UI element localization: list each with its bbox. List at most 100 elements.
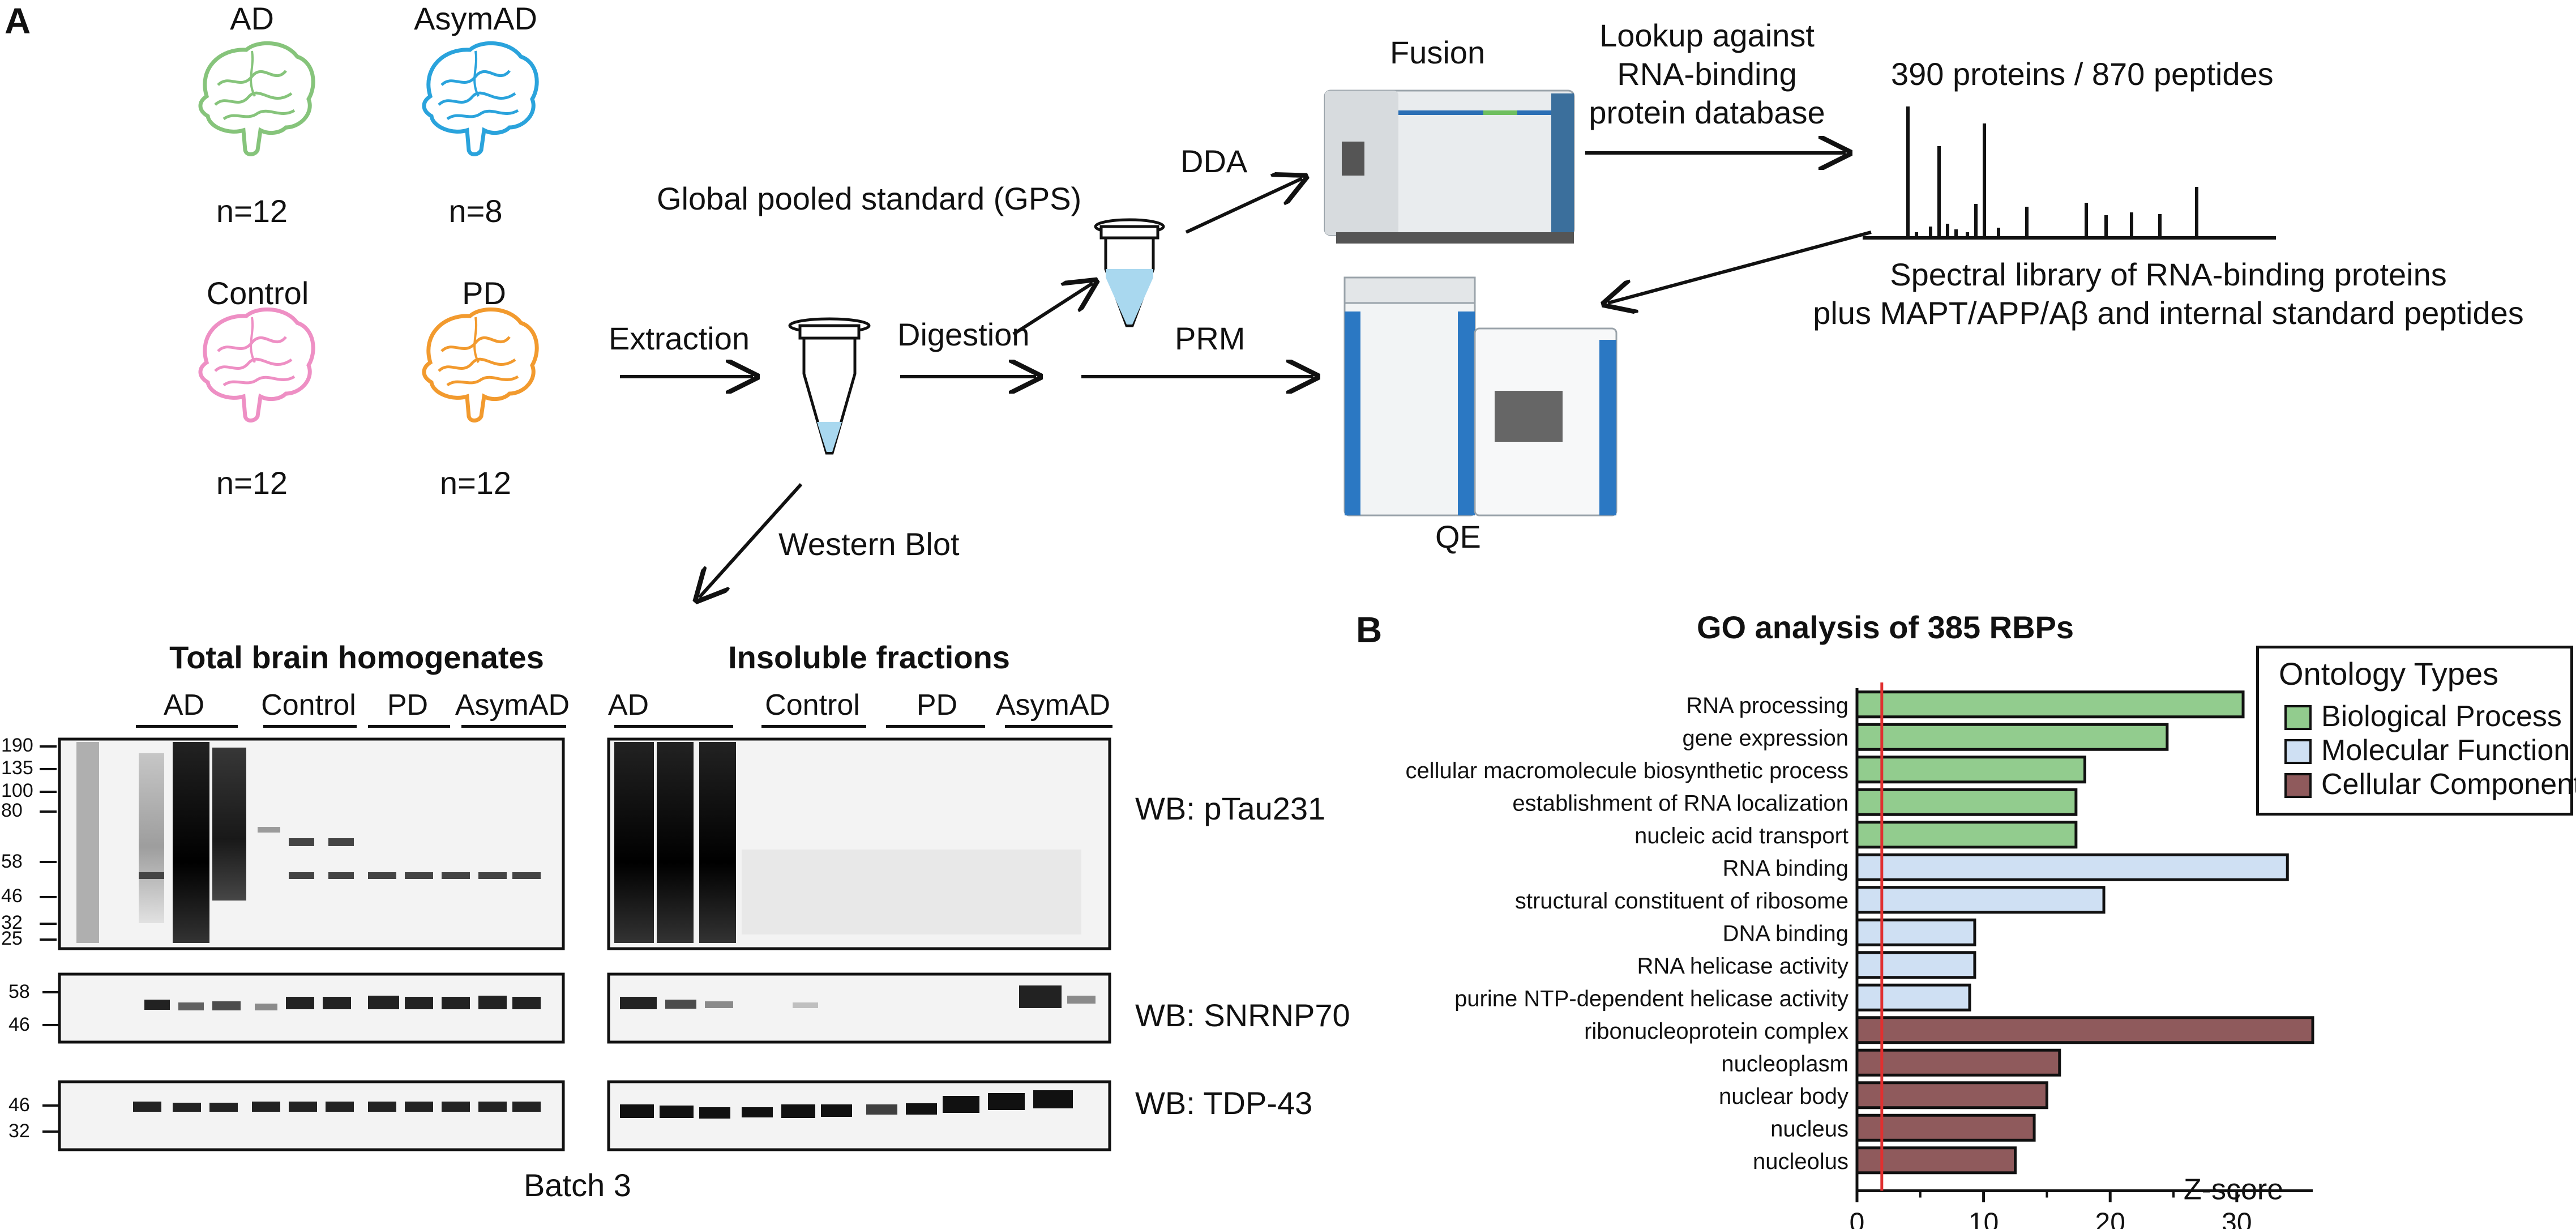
group-ad-n: n=12 [216, 193, 288, 229]
panel-a-letter: A [5, 1, 31, 41]
chart-bar [1855, 1081, 2048, 1109]
mw-mid-58: 58 [8, 981, 30, 1002]
group-ad-label: AD [230, 1, 274, 36]
lane-group-asymad-insoluble: AsymAD [995, 689, 1111, 722]
blot-ptau231-total [58, 737, 565, 950]
arrow-gps [1012, 283, 1093, 336]
arrow-spectral-to-qe [1608, 231, 1872, 303]
legend-label-molecular: Molecular Function [2321, 734, 2570, 767]
blot-snrnp70-insoluble [607, 972, 1111, 1044]
x-tick-label: 0 [1850, 1208, 1865, 1229]
chart-category-label: RNA helicase activity [1637, 954, 1848, 979]
chart-bar [1855, 886, 2106, 914]
legend-swatch-biological [2284, 705, 2312, 730]
chart-category-label: ribonucleoprotein complex [1584, 1019, 1848, 1044]
group-pd-n: n=12 [439, 465, 512, 501]
spectral-line1: Spectral library of RNA-binding proteins [1890, 257, 2447, 292]
fusion-instrument-icon [1324, 89, 1575, 244]
tube-extraction-icon [788, 317, 871, 455]
chart-category-label: DNA binding [1723, 921, 1848, 946]
mw-46: 46 [1, 885, 23, 907]
blot-tdp43-total [58, 1080, 565, 1151]
total-homogenates-title: Total brain homogenates [169, 639, 544, 675]
wb-tdp43-label: WB: TDP-43 [1135, 1085, 1313, 1121]
blot-snrnp70-total [58, 972, 565, 1044]
lane-group-pd-insoluble: PD [916, 689, 958, 722]
lane-bracket [368, 725, 450, 728]
spectrum-icon [1863, 106, 2276, 240]
lane-group-asymad-total: AsymAD [455, 689, 570, 722]
extraction-label: Extraction [609, 321, 750, 356]
wb-snrnp70-label: WB: SNRNP70 [1135, 997, 1350, 1033]
dda-label: DDA [1180, 143, 1248, 179]
legend-swatch-molecular [2284, 739, 2312, 764]
lookup-line2: RNA-binding [1617, 56, 1797, 92]
blot-tdp43-insoluble [607, 1080, 1111, 1151]
mw-bot-46: 46 [8, 1094, 30, 1116]
chart-bar [1855, 853, 2289, 881]
prm-label: PRM [1175, 321, 1246, 356]
legend-label-cellular: Cellular Component [2321, 768, 2576, 801]
qe-instrument-icon [1343, 276, 1618, 517]
chart-bar [1855, 918, 1976, 946]
lookup-line3: protein database [1589, 95, 1825, 130]
chart-bar [1855, 788, 2078, 816]
mw-bot-32: 32 [8, 1120, 30, 1142]
chart-category-label: purine NTP-dependent helicase activity [1454, 986, 1848, 1011]
chart-bar [1855, 756, 2086, 784]
x-axis-label: Z-score [2184, 1173, 2283, 1206]
chart-bar [1855, 983, 1971, 1012]
mw-190: 190 [1, 735, 33, 756]
lane-bracket [886, 725, 985, 728]
panel-b-letter: B [1356, 609, 1383, 650]
mw-58: 58 [1, 851, 23, 872]
x-tick-label: 30 [2222, 1208, 2252, 1229]
workflow-diagram [620, 89, 2276, 623]
spectral-line2: plus MAPT/APP/Aβ and internal standard p… [1813, 295, 2524, 331]
x-tick-label: 10 [1969, 1208, 1999, 1229]
chart-legend: Ontology Types Biological Process Molecu… [2256, 646, 2576, 816]
mw-135: 135 [1, 757, 33, 779]
lane-bracket [263, 725, 357, 728]
chart-category-label: RNA processing [1686, 693, 1848, 718]
tube-gps-icon [1094, 218, 1165, 327]
chart-bar [1855, 1048, 2061, 1077]
chart-bar [1855, 1113, 2036, 1142]
mw-100: 100 [1, 780, 33, 801]
chart-category-label: nuclear body [1719, 1084, 1848, 1109]
digestion-label: Digestion [897, 317, 1030, 352]
lane-group-control-total: Control [261, 689, 356, 722]
lane-bracket [461, 725, 566, 728]
mw-32: 32 [1, 912, 23, 933]
lane-group-ad-total: AD [163, 689, 205, 722]
mw-80: 80 [1, 800, 23, 821]
chart-bar [1855, 690, 2245, 719]
chart-bar [1855, 723, 2169, 751]
group-control-label: Control [206, 275, 309, 311]
group-pd-label: PD [462, 275, 506, 311]
chart-bar [1855, 951, 1976, 979]
mw-mid-46: 46 [8, 1014, 30, 1035]
qe-label: QE [1435, 519, 1481, 554]
chart-category-label: nucleoplasm [1721, 1051, 1848, 1076]
legend-title: Ontology Types [2279, 656, 2499, 692]
legend-label-biological: Biological Process [2321, 700, 2562, 733]
chart-bar [1855, 821, 2078, 849]
proteins-peptides-label: 390 proteins / 870 peptides [1891, 56, 2274, 92]
chart-category-label: structural constituent of ribosome [1515, 889, 1848, 914]
gps-label: Global pooled standard (GPS) [657, 181, 1082, 216]
batch-label: Batch 3 [524, 1167, 631, 1203]
arrow-dda [1185, 178, 1302, 234]
group-asymad-label: AsymAD [414, 1, 537, 36]
chart-category-label: cellular macromolecule biosynthetic proc… [1405, 758, 1848, 783]
chart-category-label: establishment of RNA localization [1512, 791, 1848, 816]
chart-category-label: nucleic acid transport [1634, 823, 1848, 848]
chart-category-label: nucleus [1770, 1116, 1848, 1141]
fusion-label: Fusion [1390, 35, 1486, 70]
lane-bracket [761, 725, 866, 728]
western-blot-label: Western Blot [778, 526, 960, 562]
lane-bracket [136, 725, 238, 728]
lane-bracket [1005, 725, 1112, 728]
group-asymad-n: n=8 [448, 193, 503, 229]
